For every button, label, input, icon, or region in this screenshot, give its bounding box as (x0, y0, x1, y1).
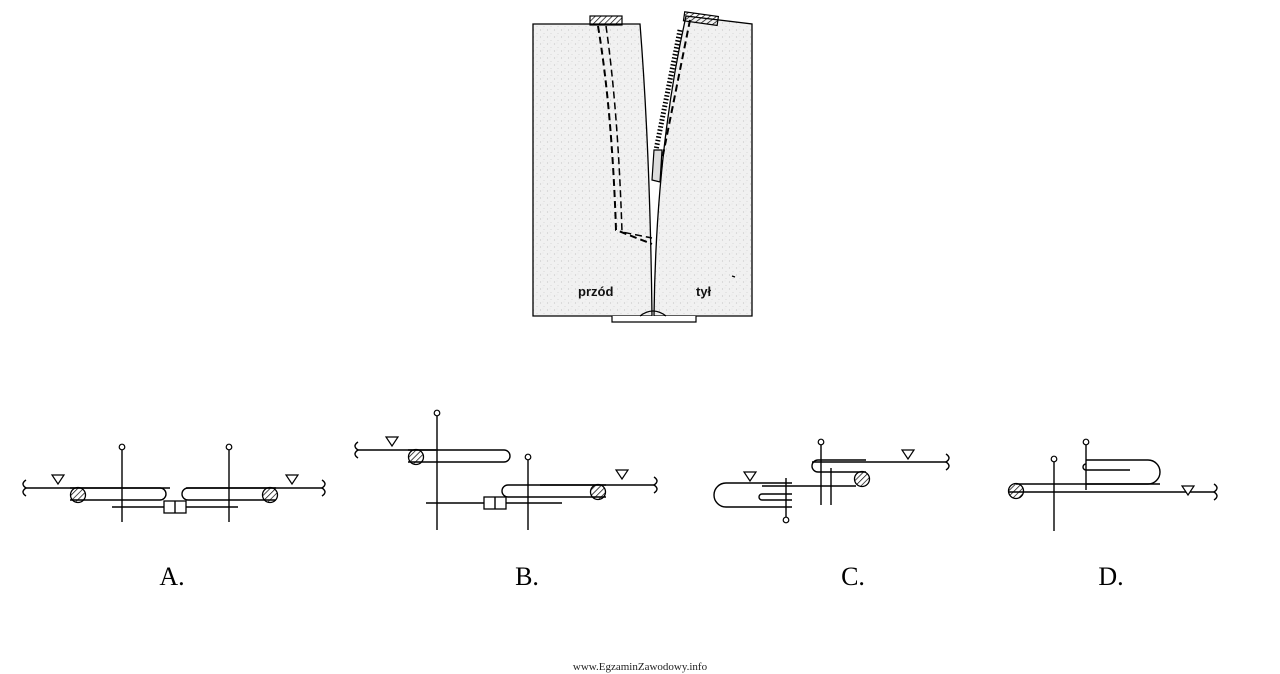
option-d-diagram (1007, 438, 1218, 531)
option-c-diagram (713, 438, 950, 524)
triangle-marker-icon (1180, 485, 1196, 497)
stitch-point-icon (225, 443, 233, 451)
option-a-diagram (22, 443, 326, 522)
option-b-label[interactable]: B. (515, 562, 539, 591)
stitch-point-icon (817, 438, 825, 446)
front-panel (532, 23, 653, 317)
stitch-point-icon (433, 409, 441, 417)
bottom-hem-tab (611, 316, 697, 323)
front-stitch-line-2 (605, 25, 653, 239)
front-label: przód (578, 284, 613, 299)
triangle-marker-icon (284, 474, 300, 486)
triangle-marker-icon (742, 471, 758, 483)
hatched-circle-icon (1007, 482, 1025, 500)
triangle-marker-icon (384, 436, 400, 448)
stitch-point-icon (524, 453, 532, 461)
hatched-circle-icon (261, 486, 279, 504)
triangle-marker-icon (900, 449, 916, 461)
option-b-diagram (354, 409, 658, 530)
hatched-circle-icon (407, 448, 425, 466)
back-waistband (682, 11, 720, 27)
hatched-circle-icon (69, 486, 87, 504)
triangle-marker-icon (50, 474, 66, 486)
garment-illustration: przód tył (532, 11, 753, 323)
front-waistband (589, 15, 623, 26)
stitch-point-icon (118, 443, 126, 451)
zipper-teeth-icon (653, 29, 683, 151)
stitch-point-icon (1082, 438, 1090, 446)
back-panel (653, 15, 753, 317)
hatched-circle-icon (589, 483, 607, 501)
hatched-circle-icon (853, 470, 871, 488)
triangle-marker-icon (614, 469, 630, 481)
stitch-point-icon (1050, 455, 1058, 463)
front-stitch-line (597, 25, 653, 245)
back-label: tył (696, 284, 712, 299)
back-stitch-line (659, 19, 691, 171)
option-d-label[interactable]: D. (1098, 562, 1124, 591)
footer-watermark: www.EgzaminZawodowy.info (572, 661, 708, 673)
option-c-label[interactable]: C. (841, 562, 865, 591)
stitch-point-icon (782, 516, 790, 524)
option-a-label[interactable]: A. (159, 562, 185, 591)
zipper-pull-icon (651, 149, 663, 183)
